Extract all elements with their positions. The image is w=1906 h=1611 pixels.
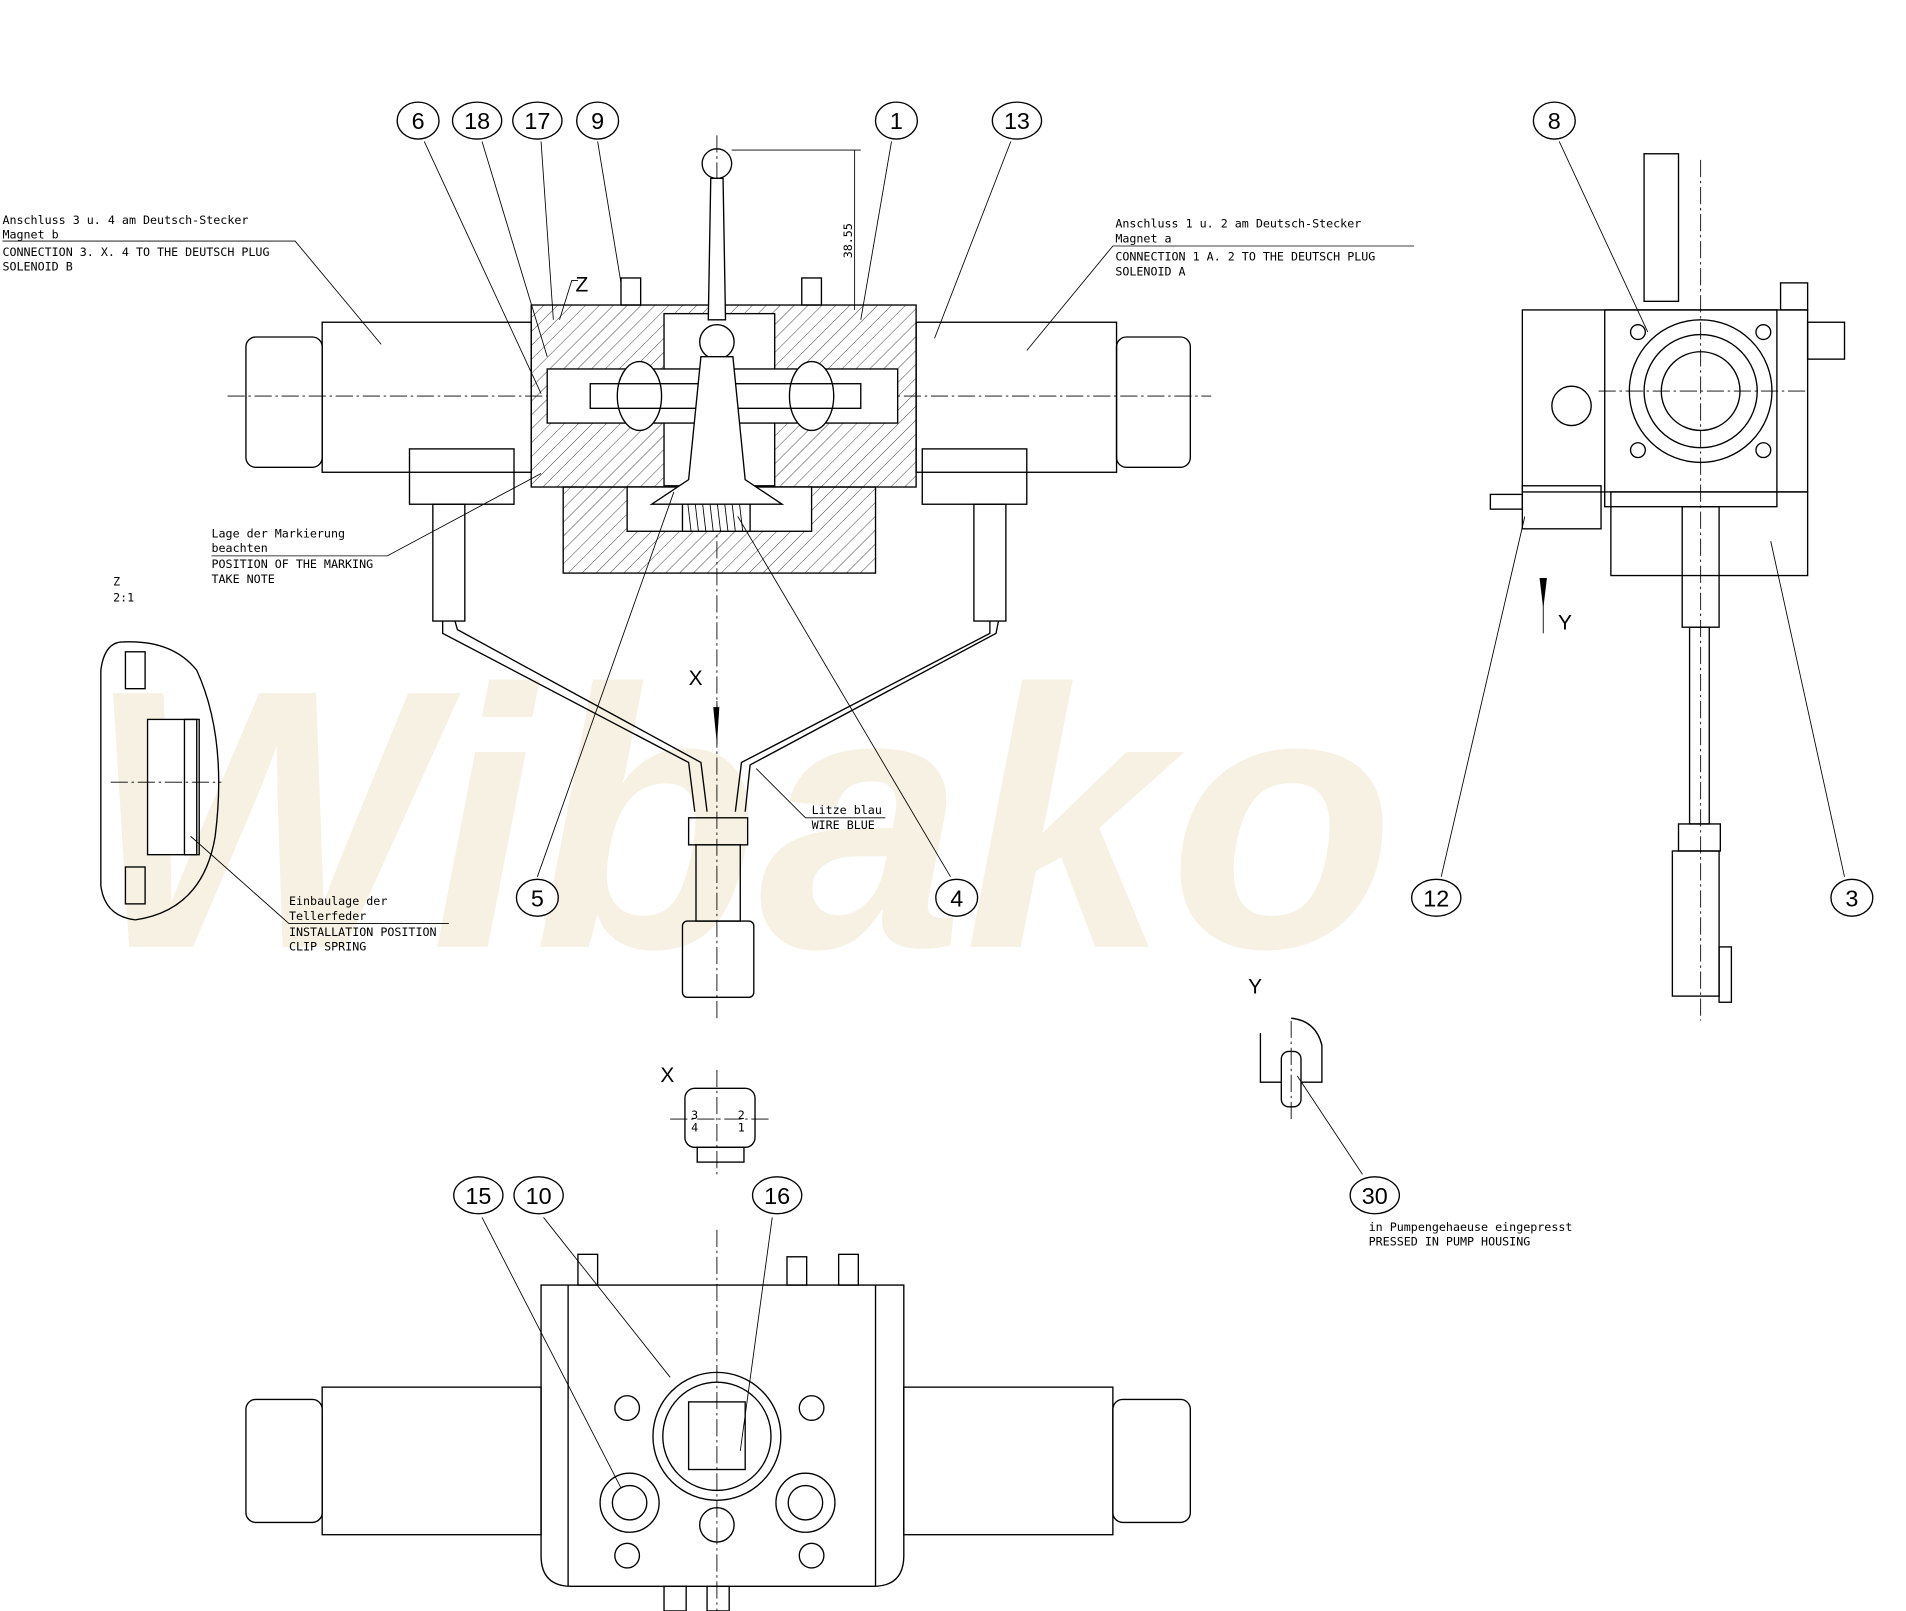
view-x-label: X <box>660 1064 674 1087</box>
note-line: CONNECTION 1 A. 2 TO THE DEUTSCH PLUG <box>1115 250 1375 264</box>
dimension-value: 38.55 <box>841 223 855 258</box>
note-line: PRESSED IN PUMP HOUSING <box>1369 1235 1531 1249</box>
balloon-3: 3 <box>1830 878 1874 917</box>
note-line: Magnet b <box>2 228 58 242</box>
balloon-13: 13 <box>991 101 1043 140</box>
detail-z: Z 2:1 <box>100 574 222 921</box>
balloons: 6 18 17 9 1 13 8 5 4 12 3 15 10 16 30 <box>396 101 1874 1489</box>
pin-3-label: 3 <box>691 1108 698 1122</box>
note-solenoid-b: Anschluss 3 u. 4 am Deutsch-Stecker Magn… <box>2 213 382 345</box>
balloon-number: 6 <box>412 108 425 134</box>
note-line: Magnet a <box>1115 231 1171 245</box>
note-line: SOLENOID A <box>1115 265 1185 279</box>
front-section-view: 38.55 X Z <box>227 135 1212 1021</box>
note-line: CLIP SPRING <box>289 940 366 954</box>
balloon-number: 18 <box>464 108 490 134</box>
balloon-10: 10 <box>513 1176 564 1215</box>
solenoid-b-coil <box>321 321 532 473</box>
pin-4-label: 4 <box>691 1120 698 1134</box>
balloon-number: 5 <box>531 885 544 911</box>
balloon-number: 12 <box>1423 885 1449 911</box>
detail-z-scale: 2:1 <box>113 590 134 604</box>
note-pressed: in Pumpengehaeuse eingepresst PRESSED IN… <box>1369 1220 1573 1249</box>
note-solenoid-a: Anschluss 1 u. 2 am Deutsch-Stecker Magn… <box>1026 217 1415 351</box>
note-line: Tellerfeder <box>289 909 366 923</box>
watermark-logo: Wibako <box>86 614 1394 1026</box>
note-line: Litze blau <box>812 803 882 817</box>
note-line: beachten <box>212 541 268 555</box>
balloon-16: 16 <box>751 1176 803 1215</box>
note-line: TAKE NOTE <box>212 572 275 586</box>
connector-box-a <box>921 448 1028 505</box>
balloon-number: 10 <box>526 1183 552 1209</box>
balloon-number: 9 <box>591 108 604 134</box>
side-view: Y <box>1489 153 1846 1021</box>
balloon-number: 13 <box>1004 108 1030 134</box>
view-x-arrow-label: X <box>689 667 703 690</box>
note-clip-spring: Einbaulage der Tellerfeder INSTALLATION … <box>190 835 449 954</box>
note-line: Anschluss 1 u. 2 am Deutsch-Stecker <box>1115 217 1361 231</box>
side-lever <box>1643 153 1680 303</box>
note-line: Lage der Markierung <box>212 526 346 540</box>
note-line: Einbaulage der <box>289 894 387 908</box>
balloon-30: 30 <box>1349 1176 1401 1215</box>
note-line: CONNECTION 3. X. 4 TO THE DEUTSCH PLUG <box>2 245 269 259</box>
note-line: POSITION OF THE MARKING <box>212 557 374 571</box>
balloon-8: 8 <box>1532 101 1576 140</box>
balloon-12: 12 <box>1410 878 1462 917</box>
pin-1-label: 1 <box>738 1120 745 1134</box>
bottom-view <box>245 1229 1192 1611</box>
balloon-15: 15 <box>453 1176 504 1215</box>
balloon-6: 6 <box>396 101 440 140</box>
deutsch-plug <box>681 920 755 999</box>
balloon-number: 8 <box>1548 108 1561 134</box>
balloon-number: 16 <box>764 1183 790 1209</box>
solenoid-a-coil <box>915 321 1118 473</box>
pin-2-label: 2 <box>738 1108 745 1122</box>
balloon-9: 9 <box>576 101 620 140</box>
balloon-number: 30 <box>1362 1183 1388 1209</box>
note-marking: Lage der Markierung beachten POSITION OF… <box>211 473 542 586</box>
note-line: Anschluss 3 u. 4 am Deutsch-Stecker <box>2 213 248 227</box>
note-line: in Pumpengehaeuse eingepresst <box>1369 1220 1573 1234</box>
wires <box>442 620 1000 812</box>
note-wire: Litze blau WIRE BLUE <box>755 768 886 832</box>
balloon-number: 3 <box>1845 885 1858 911</box>
view-y-arrow-label: Y <box>1558 612 1572 635</box>
balloon-number: 17 <box>524 108 550 134</box>
balloon-number: 15 <box>465 1183 491 1209</box>
balloon-5: 5 <box>515 878 559 917</box>
note-line: WIRE BLUE <box>812 818 875 832</box>
balloon-17: 17 <box>512 101 563 140</box>
note-line: INSTALLATION POSITION <box>289 925 437 939</box>
balloon-4: 4 <box>935 878 979 917</box>
solenoid-a-knob <box>1115 336 1192 469</box>
view-x-connector: X 3 4 2 1 <box>660 1064 769 1175</box>
view-y-label: Y <box>1248 976 1262 999</box>
balloon-number: 1 <box>890 108 903 134</box>
balloon-18: 18 <box>451 101 503 140</box>
solenoid-b-knob <box>245 336 323 469</box>
lever-rod <box>707 177 727 321</box>
detail-z-marker: Z <box>575 273 588 296</box>
balloon-number: 4 <box>950 885 963 911</box>
view-y-pin: Y <box>1248 976 1323 1120</box>
balloon-1: 1 <box>874 101 919 140</box>
detail-z-title: Z <box>113 574 120 588</box>
note-line: SOLENOID B <box>2 260 72 274</box>
